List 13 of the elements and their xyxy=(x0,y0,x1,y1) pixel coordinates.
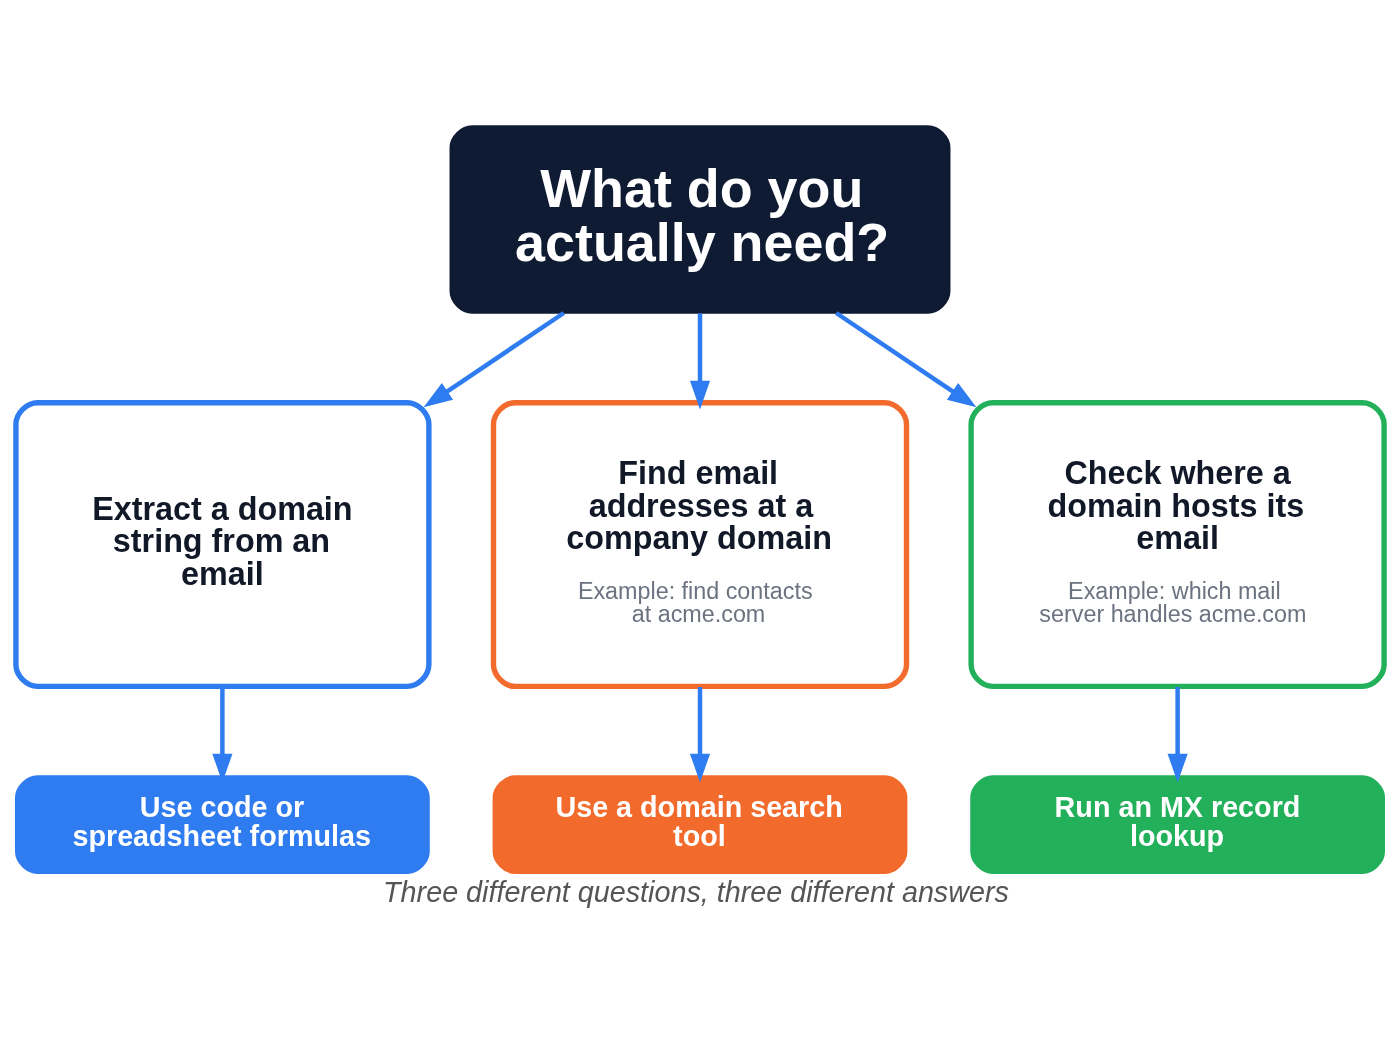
caption: Three different questions, three different answers xyxy=(383,875,1009,907)
arrow xyxy=(423,310,566,407)
node-box: Run an MX record lookup xyxy=(970,774,1385,874)
arrow xyxy=(834,310,977,407)
node-box: Use a domain search tool xyxy=(492,774,908,874)
arrow xyxy=(1167,686,1188,782)
node-box: Find email addresses at a company domain Example: find contacts at acme.com xyxy=(490,399,910,689)
arrow xyxy=(689,312,711,409)
node-box: What do you actually need? xyxy=(449,124,951,314)
arrow xyxy=(689,686,711,782)
node-box: Extract a domain string from an email xyxy=(13,399,432,689)
node-box: Use code or spreadsheet formulas xyxy=(15,774,430,874)
node-box: Check where a domain hosts its email Example: which mail server handles acme.com xyxy=(968,399,1387,689)
